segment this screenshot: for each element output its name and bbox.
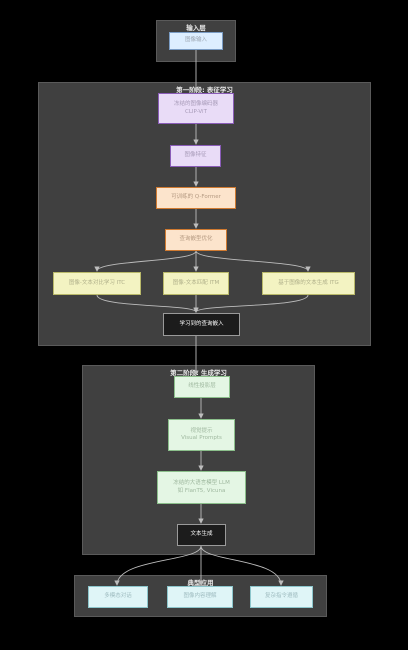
node-app-instruction-following[interactable]: 复杂指令遵循: [250, 586, 313, 608]
node-learned-queries[interactable]: 学习到的查询嵌入: [163, 313, 240, 336]
edge-opt-itc: [94, 250, 197, 272]
node-app-multimodal-dialogue[interactable]: 多模态对话: [88, 586, 148, 608]
edge-itc-queries: [96, 294, 199, 313]
node-visual-prompts[interactable]: 视觉提示 Visual Prompts: [168, 419, 235, 451]
edge-itg-queries: [193, 294, 309, 313]
node-text-generation-label: 文本生成: [190, 531, 213, 538]
node-image-features[interactable]: 图像特征: [170, 145, 221, 167]
node-frozen-image-encoder-line1: 冻结的图像编码器: [173, 101, 218, 108]
cluster-input-title: 输入层: [186, 24, 206, 32]
cluster-stage1: 第一阶段: 表征学习: [38, 82, 371, 346]
node-itm-label: 图像-文本匹配 ITM: [172, 279, 220, 286]
edge-text-app3: [200, 545, 284, 586]
node-image-input[interactable]: 图像输入: [169, 32, 223, 50]
edge-text-app1: [114, 545, 202, 586]
node-app-instruction-following-label: 复杂指令遵循: [264, 593, 298, 600]
node-frozen-llm-line2: 如 FlanT5, Vicuna: [177, 487, 226, 494]
node-itc[interactable]: 图像-文本对比学习 ITC: [53, 272, 141, 295]
node-learned-queries-label: 学习到的查询嵌入: [179, 320, 224, 327]
node-image-input-label: 图像输入: [184, 37, 207, 44]
node-itm[interactable]: 图像-文本匹配 ITM: [163, 272, 229, 295]
node-query-optimization[interactable]: 查询嵌型优化: [165, 229, 227, 251]
edge-opt-itg: [195, 250, 311, 272]
node-query-optimization-label: 查询嵌型优化: [179, 236, 213, 243]
node-image-features-label: 图像特征: [184, 152, 207, 159]
cluster-stage1-title: 第一阶段: 表征学习: [176, 86, 233, 94]
node-app-multimodal-dialogue-label: 多模态对话: [104, 593, 132, 600]
node-app-image-understanding-label: 图像内容理解: [183, 593, 217, 600]
node-visual-prompts-line2: Visual Prompts: [181, 435, 222, 441]
node-app-image-understanding[interactable]: 图像内容理解: [167, 586, 233, 608]
node-frozen-image-encoder[interactable]: 冻结的图像编码器 CLIP-ViT: [158, 93, 234, 124]
node-trainable-qformer[interactable]: 可训练的 Q-Former: [156, 187, 236, 209]
node-linear-projection-label: 线性投影层: [188, 383, 216, 390]
node-linear-projection[interactable]: 线性投影层: [174, 376, 230, 398]
node-text-generation[interactable]: 文本生成: [177, 524, 226, 546]
node-frozen-llm[interactable]: 冻结的大语言模型 LLM 如 FlanT5, Vicuna: [157, 471, 246, 504]
node-trainable-qformer-label: 可训练的 Q-Former: [171, 194, 221, 201]
node-visual-prompts-line1: 视觉提示: [190, 427, 213, 434]
node-frozen-llm-line1: 冻结的大语言模型 LLM: [173, 480, 230, 487]
node-itg-label: 基于图像的文本生成 ITG: [278, 279, 339, 286]
node-itg[interactable]: 基于图像的文本生成 ITG: [262, 272, 355, 295]
node-itc-label: 图像-文本对比学习 ITC: [68, 279, 126, 286]
node-frozen-image-encoder-line2: CLIP-ViT: [185, 108, 207, 115]
